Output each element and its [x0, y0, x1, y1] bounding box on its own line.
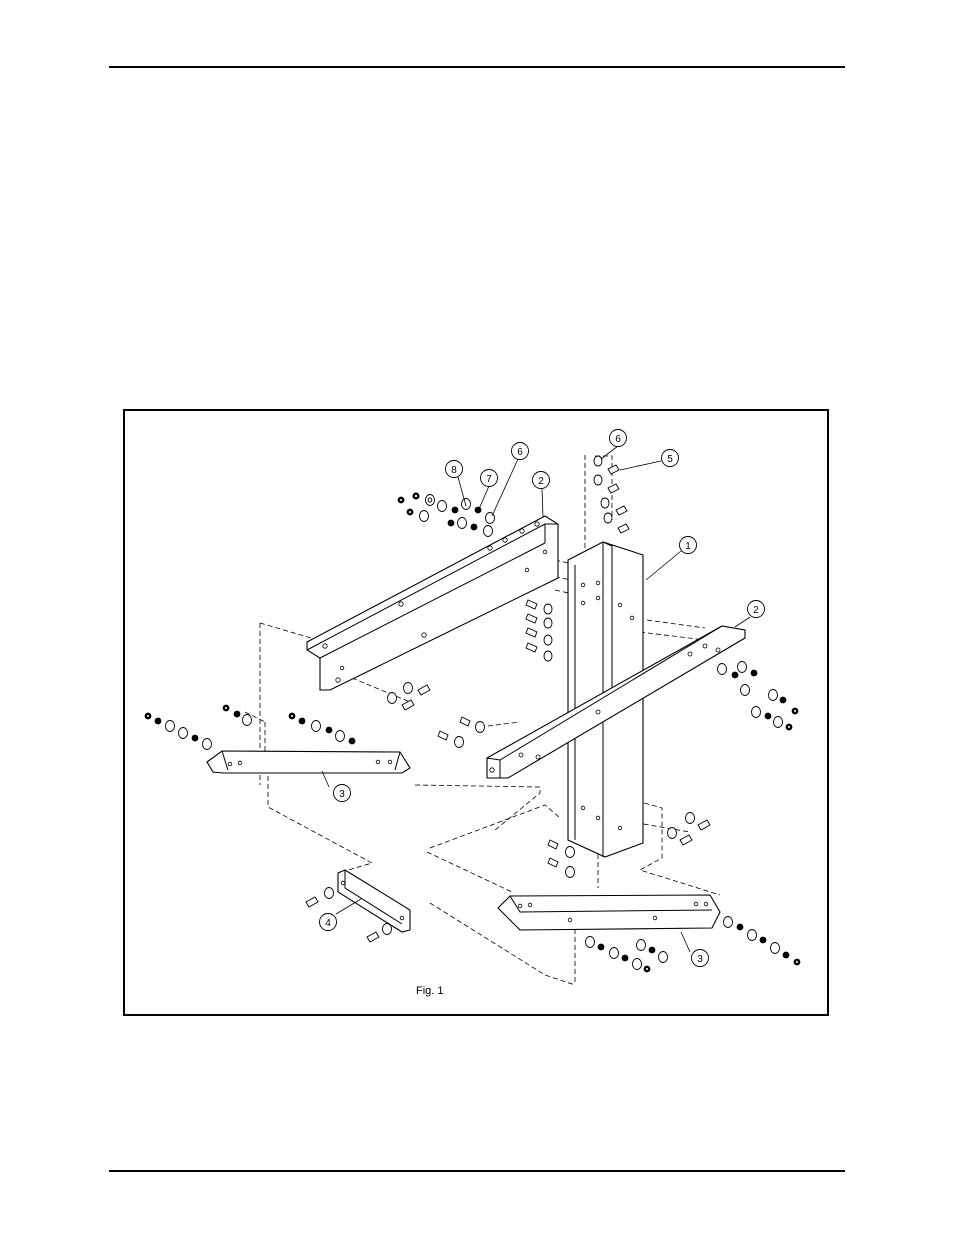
callout-label: 3	[697, 954, 703, 965]
callout-bubble-3-left: 3	[334, 785, 351, 802]
callout-bubble-6-right: 6	[610, 430, 627, 447]
callout-label: 6	[615, 434, 621, 445]
callout-bubble-5: 5	[662, 450, 679, 467]
callout-bubble-7: 7	[481, 470, 498, 487]
callout-bubble-2-right: 2	[748, 601, 765, 618]
part-3-flat-bar-right	[498, 895, 720, 930]
hardware-row-right	[718, 662, 799, 731]
callout-bubble-4: 4	[320, 914, 337, 931]
part-4-splice-plate	[338, 870, 410, 932]
part-2-angle-beam-left	[307, 516, 558, 690]
callout-bubble-2-upper: 2	[533, 472, 550, 489]
callout-label: 3	[339, 789, 345, 800]
callout-label: 2	[753, 605, 759, 616]
callout-label: 6	[517, 447, 523, 458]
hardware-row-top-left	[398, 492, 495, 536]
callout-label: 1	[685, 541, 691, 552]
callout-bubble-8: 8	[446, 461, 463, 478]
hardware-row-post-left	[526, 600, 552, 661]
hardware-row-left-bar	[145, 705, 252, 750]
callout-bubble-1: 1	[680, 537, 697, 554]
callout-bubble-3-right: 3	[692, 950, 709, 967]
hardware-row-post-top	[594, 456, 629, 533]
callout-label: 4	[325, 918, 331, 929]
callout-label: 8	[451, 465, 457, 476]
figure-caption: Fig. 1	[416, 985, 444, 997]
callout-label: 5	[667, 454, 673, 465]
part-3-flat-bar-left	[207, 751, 410, 773]
hardware-row-center-left	[289, 683, 485, 748]
footer-rule	[109, 1170, 845, 1172]
callout-bubble-6-left: 6	[512, 443, 529, 460]
callout-label: 7	[486, 474, 492, 485]
callout-label: 2	[538, 476, 544, 487]
